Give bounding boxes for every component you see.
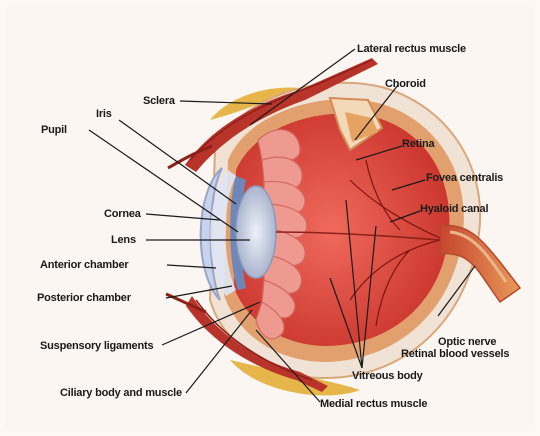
lens-shape	[236, 186, 276, 278]
label-vitreous-body: Vitreous body	[352, 370, 423, 383]
label-fovea-centralis: Fovea centralis	[426, 172, 503, 185]
label-cornea: Cornea	[104, 208, 141, 221]
label-medial-rectus-muscle: Medial rectus muscle	[320, 398, 427, 411]
label-retina: Retina	[402, 138, 434, 151]
label-ciliary-body-and-muscle: Ciliary body and muscle	[60, 387, 182, 400]
label-suspensory-ligaments: Suspensory ligaments	[40, 340, 153, 353]
label-lateral-rectus-muscle: Lateral rectus muscle	[357, 43, 466, 56]
label-retinal-blood-vessels: Retinal blood vessels	[401, 348, 509, 361]
label-anterior-chamber: Anterior chamber	[40, 259, 129, 272]
label-pupil: Pupil	[41, 124, 67, 137]
label-posterior-chamber: Posterior chamber	[37, 292, 131, 305]
label-choroid: Choroid	[385, 78, 426, 91]
label-iris: Iris	[96, 108, 112, 121]
label-lens: Lens	[111, 234, 136, 247]
label-hyaloid-canal: Hyaloid canal	[420, 203, 488, 216]
label-sclera: Sclera	[143, 95, 175, 108]
